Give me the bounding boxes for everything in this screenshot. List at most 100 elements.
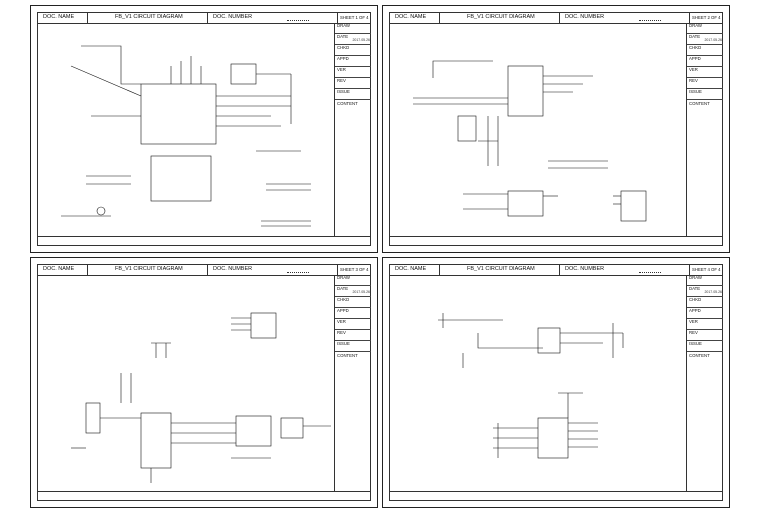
tb-issue: ISSUE — [687, 89, 723, 100]
ic-u3 — [140, 412, 172, 469]
sheet-title: FB_V1 CIRCUIT DIAGRAM — [467, 14, 535, 20]
ic-u1 — [507, 65, 544, 117]
sheet-number: SHEET 2 OF 4 — [692, 15, 721, 20]
circuit-drawing — [71, 312, 331, 483]
sheet-header: DOC. NAME FB_V1 CIRCUIT DIAGRAM DOC. NUM… — [389, 264, 723, 276]
tb-chkd: CHKD — [687, 297, 723, 308]
connector-j1 — [507, 190, 544, 217]
tb-ver: VER — [687, 319, 723, 330]
tb-rev: REV — [687, 330, 723, 341]
usb-connector — [85, 402, 101, 434]
doc-name-label: DOC. NAME — [395, 14, 427, 20]
circuit-drawing — [61, 45, 311, 227]
doc-number-field — [639, 20, 661, 21]
doc-number-field — [287, 272, 309, 273]
header-p1 — [250, 312, 277, 339]
sheet-title: FB_V1 CIRCUIT DIAGRAM — [467, 266, 535, 272]
doc-number-field — [639, 272, 661, 273]
tb-content: CONTENT — [337, 101, 358, 106]
header-divider — [87, 264, 88, 275]
tb-chkd: CHKD — [335, 45, 371, 56]
ic-u6 — [537, 327, 561, 354]
ic-u5 — [280, 417, 304, 439]
zone-ruler — [389, 491, 723, 501]
tb-content: CONTENT — [337, 353, 358, 358]
tb-issue: ISSUE — [335, 89, 371, 100]
zone-ruler — [389, 236, 723, 246]
tb-ver: VER — [335, 319, 371, 330]
doc-number-label: DOC. NUMBER — [565, 14, 605, 20]
sheet-frame — [37, 264, 371, 501]
zone-ruler — [37, 491, 371, 501]
sheet-frame — [389, 264, 723, 501]
header-divider — [337, 12, 338, 23]
zone-ruler — [37, 236, 371, 246]
sheet-number: SHEET 4 OF 4 — [692, 267, 721, 272]
tb-draw: DRAW — [687, 275, 723, 286]
sheet-header: DOC. NAME FB_V1 CIRCUIT DIAGRAM DOC. NUM… — [389, 12, 723, 24]
doc-number-label: DOC. NUMBER — [565, 266, 605, 272]
sheet-header: DOC. NAME FB_V1 CIRCUIT DIAGRAM DOC. NUM… — [37, 12, 371, 24]
tb-appd: APPD — [335, 308, 371, 319]
tb-content: CONTENT — [689, 101, 710, 106]
sheet-title: FB_V1 CIRCUIT DIAGRAM — [115, 266, 183, 272]
header-divider — [559, 264, 560, 275]
connector-block — [150, 155, 212, 202]
header-divider — [689, 264, 690, 275]
tb-appd: APPD — [335, 56, 371, 67]
ic-u4 — [235, 415, 272, 447]
header-divider — [207, 12, 208, 23]
tb-draw: DRAW — [335, 23, 371, 34]
header-divider — [689, 12, 690, 23]
connector-j2 — [620, 190, 647, 222]
doc-number-label: DOC. NUMBER — [213, 266, 253, 272]
tb-chkd: CHKD — [335, 297, 371, 308]
schematic-sheet-3[interactable]: DOC. NAME FB_V1 CIRCUIT DIAGRAM DOC. NUM… — [30, 257, 378, 508]
circuit-drawing — [413, 60, 647, 222]
header-divider — [337, 264, 338, 275]
doc-name-label: DOC. NAME — [43, 266, 75, 272]
tb-rev: REV — [335, 330, 371, 341]
schematic-sheet-1[interactable]: DOC. NAME FB_V1 CIRCUIT DIAGRAM DOC. NUM… — [30, 5, 378, 253]
header-divider — [207, 264, 208, 275]
mcu-chip — [140, 83, 217, 145]
ic-u2 — [457, 115, 477, 142]
tb-issue: ISSUE — [335, 341, 371, 352]
tb-issue: ISSUE — [687, 341, 723, 352]
schematic-sheet-4[interactable]: DOC. NAME FB_V1 CIRCUIT DIAGRAM DOC. NUM… — [382, 257, 730, 508]
sheet-header: DOC. NAME FB_V1 CIRCUIT DIAGRAM DOC. NUM… — [37, 264, 371, 276]
sheet-frame — [37, 12, 371, 246]
tb-chkd: CHKD — [687, 45, 723, 56]
tb-appd: APPD — [687, 56, 723, 67]
regulator-chip — [230, 63, 257, 85]
schematic-sheet-2[interactable]: DOC. NAME FB_V1 CIRCUIT DIAGRAM DOC. NUM… — [382, 5, 730, 253]
tb-draw: DRAW — [335, 275, 371, 286]
header-divider — [439, 12, 440, 23]
doc-name-label: DOC. NAME — [43, 14, 75, 20]
doc-number-field — [287, 20, 309, 21]
sheet-title: FB_V1 CIRCUIT DIAGRAM — [115, 14, 183, 20]
tb-ver: VER — [687, 67, 723, 78]
doc-name-label: DOC. NAME — [395, 266, 427, 272]
sheet-frame — [389, 12, 723, 246]
sheet-number: SHEET 3 OF 4 — [340, 267, 369, 272]
sheet-number: SHEET 1 OF 4 — [340, 15, 369, 20]
tb-rev: REV — [687, 78, 723, 89]
tb-ver: VER — [335, 67, 371, 78]
doc-number-label: DOC. NUMBER — [213, 14, 253, 20]
tb-draw: DRAW — [687, 23, 723, 34]
ic-u7 — [537, 417, 569, 459]
tb-appd: APPD — [687, 308, 723, 319]
header-divider — [559, 12, 560, 23]
tb-content: CONTENT — [689, 353, 710, 358]
header-divider — [87, 12, 88, 23]
header-divider — [439, 264, 440, 275]
